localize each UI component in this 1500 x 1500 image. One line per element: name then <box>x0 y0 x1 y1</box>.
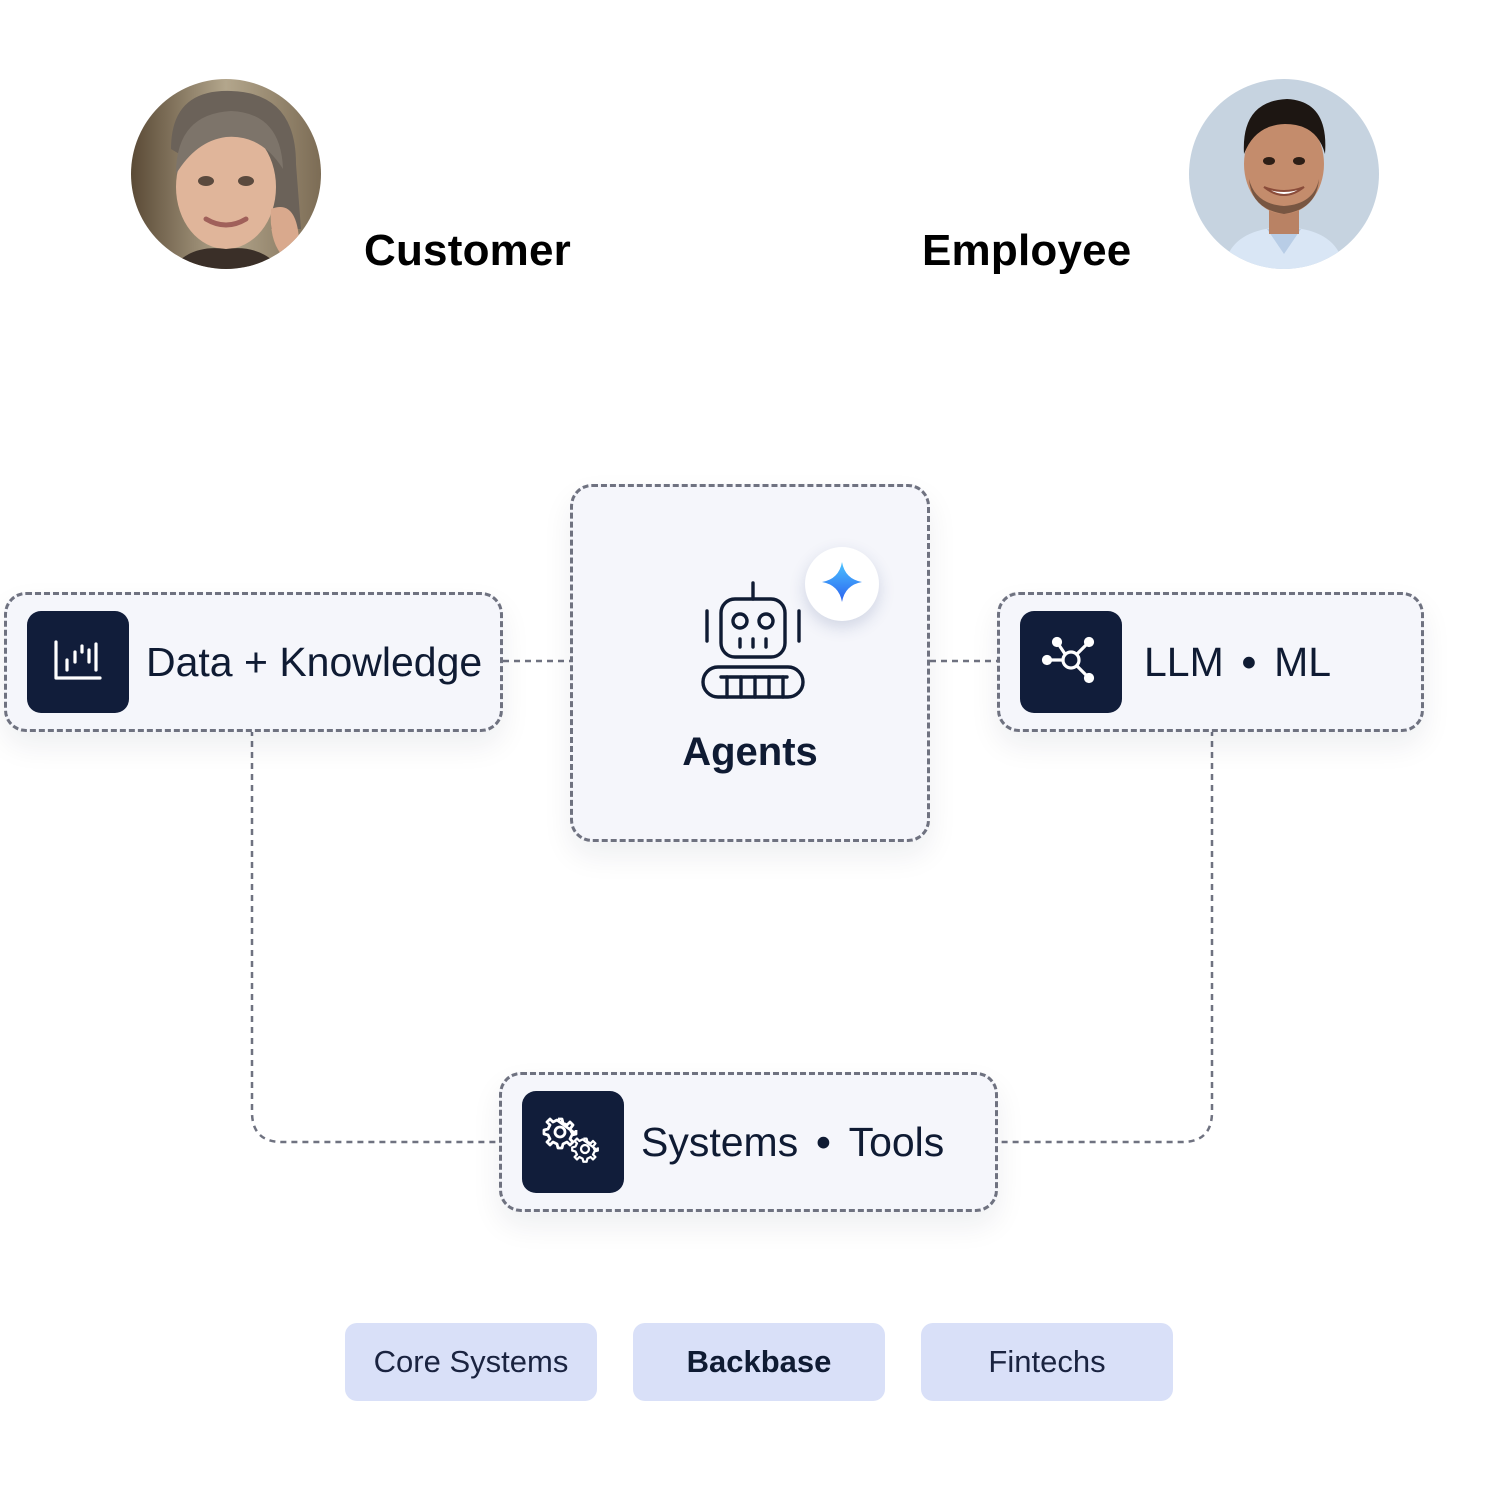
bar-chart-icon <box>53 638 103 687</box>
llm-text: LLM <box>1144 638 1224 685</box>
chip-backbase[interactable]: Backbase <box>633 1323 885 1401</box>
connector-llm-systems <box>998 730 1214 1144</box>
systems-tools-icon-tile <box>522 1091 624 1193</box>
data-knowledge-label: Data + Knowledge <box>146 638 483 685</box>
llm-ml-icon-tile <box>1020 611 1122 713</box>
connector-data-systems <box>250 730 500 1144</box>
robot-icon <box>697 579 809 709</box>
llm-ml-node[interactable]: LLM • ML <box>997 592 1424 732</box>
data-knowledge-node[interactable]: Data + Knowledge <box>4 592 503 732</box>
chip-fintechs[interactable]: Fintechs <box>921 1323 1173 1401</box>
agents-node[interactable]: Agents <box>570 484 930 842</box>
systems-tools-node[interactable]: Systems • Tools <box>499 1072 998 1212</box>
systems-text: Systems <box>641 1118 799 1165</box>
gears-icon <box>542 1114 604 1171</box>
ml-text: ML <box>1274 638 1332 685</box>
tools-text: Tools <box>848 1118 945 1165</box>
chip-core-systems[interactable]: Core Systems <box>345 1323 597 1401</box>
customer-avatar <box>131 79 321 269</box>
employee-label: Employee <box>922 226 1132 275</box>
llm-ml-separator: • <box>1241 638 1257 685</box>
llm-ml-label: LLM • ML <box>1144 639 1331 686</box>
employee-avatar <box>1189 79 1379 269</box>
customer-label: Customer <box>364 226 571 275</box>
agents-label: Agents <box>682 730 818 774</box>
systems-tools-separator: • <box>816 1118 831 1165</box>
sparkle-icon <box>820 560 864 609</box>
network-icon <box>1041 634 1101 691</box>
sparkle-badge <box>805 547 879 621</box>
systems-tools-label: Systems • Tools <box>641 1119 944 1166</box>
data-knowledge-icon-tile <box>27 611 129 713</box>
